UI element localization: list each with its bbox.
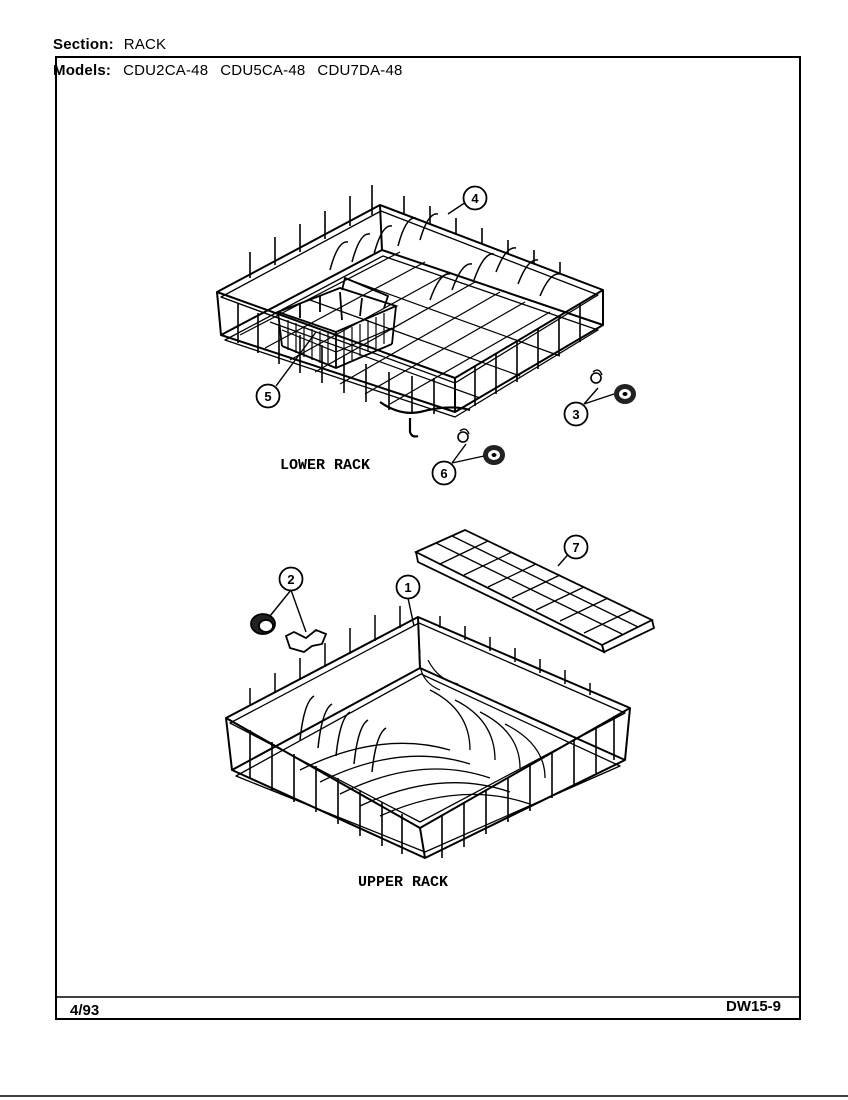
footer-page-code: DW15-9 (726, 998, 782, 1015)
callout-1-number: 1 (404, 580, 411, 595)
footer-date: 4/93 (70, 1002, 100, 1019)
section-label: Section: (53, 36, 114, 53)
callout-3: 3 (563, 401, 589, 427)
lower-rack-small-parts (457, 369, 636, 465)
models-line: Models: CDU2CA-48 CDU5CA-48 CDU7DA-48 (53, 62, 403, 79)
callout-2: 2 (278, 566, 304, 592)
callout-3-number: 3 (572, 407, 579, 422)
model-2: CDU5CA-48 (220, 62, 306, 79)
callout-5-number: 5 (264, 389, 271, 404)
callout-6: 6 (431, 460, 457, 486)
callout-leaders (269, 201, 615, 633)
upper-rack-small-parts (250, 613, 328, 653)
lower-rack-label: LOWER RACK (280, 457, 370, 474)
rack-shelf-illustration (413, 529, 656, 654)
callout-4-number: 4 (471, 191, 479, 206)
upper-rack-illustration (225, 606, 631, 859)
track-stop-part (250, 613, 328, 653)
callout-1: 1 (395, 574, 421, 600)
diagram-frame (55, 56, 801, 1020)
model-3: CDU7DA-48 (317, 62, 403, 79)
section-line: Section: RACK (53, 36, 166, 53)
callout-4: 4 (462, 185, 488, 211)
callout-2-number: 2 (287, 572, 294, 587)
upper-rack-label: UPPER RACK (358, 874, 448, 891)
callout-5: 5 (255, 383, 281, 409)
callout-7: 7 (563, 534, 589, 560)
callout-7-number: 7 (572, 540, 579, 555)
model-1: CDU2CA-48 (123, 62, 209, 79)
lower-rack-illustration (216, 185, 604, 438)
callout-6-number: 6 (440, 466, 447, 481)
models-label: Models: (53, 62, 112, 79)
section-value: RACK (123, 36, 167, 53)
